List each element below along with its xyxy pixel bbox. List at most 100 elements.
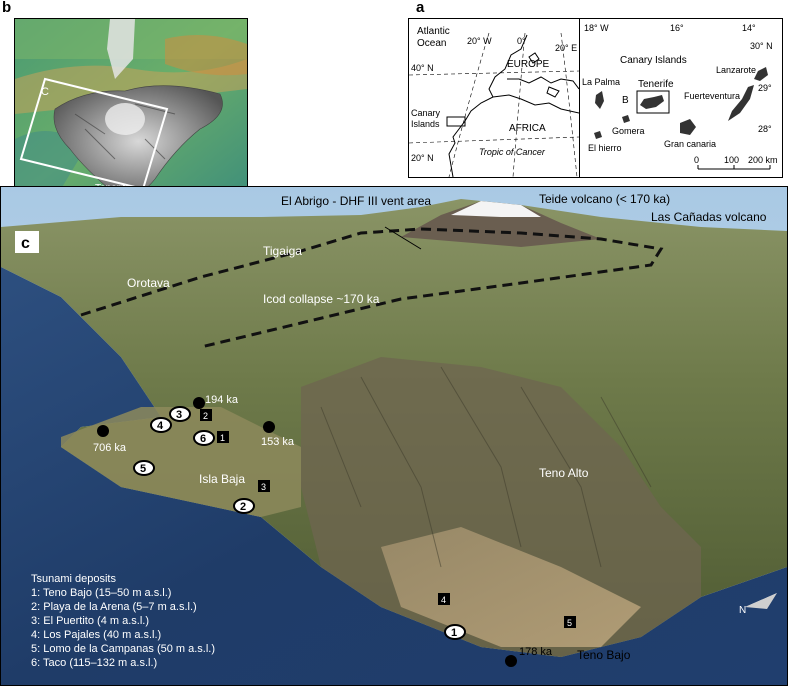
- legend-item-4: 4: Los Pajales (40 m a.s.l.): [31, 629, 161, 641]
- site-circle-3: [169, 406, 191, 422]
- site-circle-6-label: 6: [200, 433, 206, 445]
- el-hierro-label: El hierro: [588, 143, 622, 153]
- site-square-4: [438, 593, 450, 605]
- world-ocean-label-2: Ocean: [417, 38, 446, 49]
- lat-20n-label: 20° N: [411, 153, 434, 163]
- europe-africa-coastline: [448, 34, 579, 177]
- panel-a-world-map: Atlantic Ocean 20° W 0° 20° E 40° N 20° …: [408, 18, 580, 178]
- gomera-label: Gomera: [612, 126, 645, 136]
- lat-29-label: 29°: [758, 83, 772, 93]
- lat-40n-label: 40° N: [411, 63, 434, 73]
- site-circle-4-label: 4: [157, 420, 164, 432]
- north-arrow-icon: [745, 593, 777, 609]
- canary-label-2: Islands: [411, 119, 440, 129]
- tenerife-island: [640, 95, 664, 109]
- site-square-5-label: 5: [567, 618, 572, 628]
- scale-0: 0: [694, 155, 699, 165]
- panel-a-label: a: [416, 0, 425, 16]
- canary-title: Canary Islands: [620, 55, 687, 66]
- panel-b-relief-map: C Tenerife: [14, 18, 248, 200]
- site-circle-2: [233, 498, 255, 514]
- lon-20w-label: 20° W: [467, 36, 492, 46]
- teide-label: Teide volcano (< 170 ka): [539, 192, 670, 206]
- site-circle-3-label: 3: [176, 409, 182, 421]
- lanzarote-label: Lanzarote: [716, 65, 756, 75]
- lon-0-label: 0°: [517, 36, 526, 46]
- el-hierro-island: [594, 131, 602, 139]
- fuerteventura-label: Fuerteventura: [684, 91, 740, 101]
- panel-b-label: b: [2, 0, 12, 16]
- lanzarote-island: [754, 67, 768, 81]
- legend-item-1: 1: Teno Bajo (15–50 m a.s.l.): [31, 587, 171, 599]
- la-palma-island: [595, 91, 604, 109]
- age-label-178: 178 ka: [519, 646, 553, 658]
- site-circle-2-label: 2: [240, 501, 246, 513]
- tenerife-box: [636, 90, 670, 114]
- africa-label: AFRICA: [509, 123, 546, 134]
- icod-label: Icod collapse ~170 ka: [263, 292, 380, 306]
- abrigo-label: El Abrigo - DHF III vent area: [281, 194, 431, 208]
- site-circle-5-label: 5: [140, 463, 146, 475]
- abrigo-leader-line: [384, 226, 422, 250]
- tsunami-legend: Tsunami deposits 1: Teno Bajo (15–50 m a…: [31, 573, 215, 669]
- scale-bar: [697, 165, 771, 170]
- la-palma-label: La Palma: [582, 77, 620, 87]
- legend-item-6: 6: Taco (115–132 m a.s.l.): [31, 657, 157, 669]
- teno-bajo-label: Teno Bajo: [577, 648, 631, 662]
- lat-28-label: 28°: [758, 124, 772, 134]
- site-circle-5: [133, 460, 155, 476]
- gran-canaria-island: [680, 119, 696, 135]
- panel-c-label-box: [15, 231, 39, 253]
- site-square-2-label: 2: [203, 411, 208, 421]
- gomera-island: [622, 115, 630, 123]
- world-graticule: [409, 32, 579, 177]
- canadas-label: Las Cañadas volcano: [651, 210, 767, 224]
- legend-item-2: 2: Playa de la Arena (5–7 m a.s.l.): [31, 601, 197, 613]
- north-label: N: [739, 605, 746, 616]
- site-circle-1-label: 1: [451, 627, 457, 639]
- panel-c-label: c: [21, 235, 30, 252]
- site-square-2: [200, 409, 212, 421]
- lon-16-label: 16°: [670, 23, 684, 33]
- teno-alto-label: Teno Alto: [539, 466, 589, 480]
- legend-title: Tsunami deposits: [31, 573, 116, 585]
- scale-200: 200 km: [748, 155, 778, 165]
- site-square-1-label: 1: [220, 433, 225, 443]
- b-marker-label: B: [622, 95, 629, 106]
- site-square-1: [217, 431, 229, 443]
- age-label-706: 706 ka: [93, 442, 127, 454]
- site-circle-4: [150, 417, 172, 433]
- tigaiga-label: Tigaiga: [263, 244, 302, 258]
- tropic-label: Tropic of Cancer: [479, 147, 546, 157]
- isla-baja-label: Isla Baja: [199, 472, 245, 486]
- legend-item-3: 3: El Puertito (4 m a.s.l.): [31, 615, 149, 627]
- tenerife-label: Tenerife: [638, 79, 674, 90]
- fuerteventura-island: [728, 85, 754, 121]
- site-circle-1: [444, 624, 466, 640]
- scale-100: 100: [724, 155, 739, 165]
- site-square-3-label: 3: [261, 482, 266, 492]
- canary-label-1: Canary: [411, 108, 441, 118]
- panel-a-canary-map: 18° W 16° 14° 30° N 29° 28° Canary Islan…: [579, 18, 783, 178]
- site-square-4-label: 4: [441, 595, 446, 605]
- age-dot-178: [505, 655, 517, 667]
- world-ocean-label-1: Atlantic: [417, 26, 450, 37]
- site-square-5: [564, 616, 576, 628]
- lat-30n-label: 30° N: [750, 41, 773, 51]
- age-dot-706: [97, 425, 109, 437]
- lon-18w-label: 18° W: [584, 23, 609, 33]
- icod-collapse-outline: [80, 227, 664, 349]
- orotava-label: Orotava: [127, 276, 170, 290]
- age-dot-153: [263, 421, 275, 433]
- panel-c-perspective-view: El Abrigo - DHF III vent area Teide volc…: [0, 186, 788, 686]
- panel-b-box-label: C: [41, 86, 49, 98]
- site-circle-6: [193, 430, 215, 446]
- canary-islands-box: [446, 116, 466, 127]
- gran-canaria-label: Gran canaria: [664, 139, 716, 149]
- site-square-3: [258, 480, 270, 492]
- europe-label: EUROPE: [507, 59, 550, 70]
- age-label-153: 153 ka: [261, 436, 295, 448]
- age-label-194: 194 ka: [205, 394, 239, 406]
- age-dot-194: [193, 397, 205, 409]
- lon-20e-label: 20° E: [555, 43, 577, 53]
